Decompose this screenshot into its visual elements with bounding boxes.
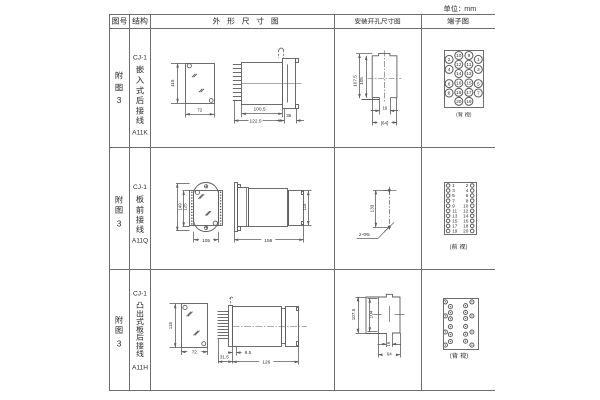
svg-text:17: 17 — [452, 224, 458, 229]
svg-text:mm: mm — [464, 4, 476, 13]
svg-text:19: 19 — [452, 229, 458, 234]
svg-text:4: 4 — [448, 67, 451, 73]
svg-text:3: 3 — [452, 188, 455, 193]
svg-text:16: 16 — [386, 341, 391, 346]
svg-text:35: 35 — [286, 113, 292, 118]
svg-text:5: 5 — [477, 81, 480, 87]
svg-text:104: 104 — [369, 310, 374, 318]
svg-text:107.5: 107.5 — [351, 308, 356, 320]
svg-text:115: 115 — [302, 203, 307, 211]
svg-text:3: 3 — [117, 338, 122, 348]
svg-text:12: 12 — [456, 62, 462, 68]
svg-text:A11Q: A11Q — [132, 237, 148, 244]
svg-text:15: 15 — [452, 218, 458, 223]
svg-text:11: 11 — [466, 62, 471, 68]
svg-text:CJ-1: CJ-1 — [133, 55, 147, 62]
svg-text:9: 9 — [468, 53, 471, 59]
svg-text:[64]: [64] — [381, 120, 388, 125]
svg-text:13: 13 — [466, 71, 472, 77]
svg-text:5: 5 — [452, 193, 455, 198]
svg-text:156: 156 — [264, 238, 272, 244]
svg-text:14: 14 — [463, 213, 469, 218]
svg-text:3: 3 — [117, 95, 122, 105]
svg-text:125: 125 — [182, 203, 187, 211]
svg-text:17: 17 — [466, 90, 472, 96]
svg-text:126: 126 — [262, 360, 270, 366]
svg-text:16: 16 — [463, 218, 469, 223]
svg-text:6: 6 — [448, 81, 451, 87]
svg-text:133: 133 — [369, 204, 374, 212]
svg-text:A11H: A11H — [132, 364, 148, 371]
svg-text:122.5: 122.5 — [249, 118, 261, 124]
svg-text:2-Φ5: 2-Φ5 — [359, 232, 370, 238]
svg-text:9.5: 9.5 — [245, 350, 252, 356]
svg-text:16: 16 — [456, 81, 462, 87]
svg-text:20: 20 — [463, 229, 469, 234]
svg-text:72: 72 — [197, 108, 203, 113]
svg-text:2: 2 — [448, 57, 451, 63]
svg-text:2: 2 — [466, 183, 469, 188]
svg-text:12: 12 — [463, 208, 469, 213]
svg-text:11: 11 — [452, 208, 457, 213]
svg-text:7: 7 — [452, 198, 455, 203]
svg-text:20: 20 — [456, 99, 462, 105]
svg-text:107.5: 107.5 — [352, 75, 357, 87]
svg-text:31.5: 31.5 — [220, 355, 229, 360]
svg-text:9: 9 — [452, 203, 455, 208]
svg-text:10: 10 — [456, 53, 462, 59]
svg-text:19: 19 — [466, 99, 472, 105]
svg-text:14: 14 — [456, 71, 462, 77]
svg-text:105: 105 — [359, 77, 364, 85]
svg-text:4: 4 — [466, 188, 469, 193]
svg-text:13: 13 — [452, 213, 458, 218]
svg-text:149: 149 — [177, 203, 182, 211]
svg-text:15: 15 — [466, 81, 472, 87]
svg-text:7: 7 — [477, 91, 480, 97]
svg-text:1: 1 — [452, 183, 455, 188]
svg-text:18: 18 — [456, 90, 462, 96]
svg-text:8: 8 — [466, 198, 469, 203]
svg-text:1: 1 — [477, 57, 480, 63]
svg-text:105: 105 — [202, 238, 210, 244]
svg-text:A11K: A11K — [132, 130, 148, 137]
svg-text:115: 115 — [170, 79, 175, 87]
svg-text:18: 18 — [463, 224, 469, 229]
svg-text:10: 10 — [463, 203, 469, 208]
svg-text:CJ-1: CJ-1 — [133, 184, 147, 191]
svg-text:64: 64 — [387, 351, 392, 356]
svg-text:8: 8 — [448, 91, 451, 97]
svg-text:6: 6 — [466, 193, 469, 198]
svg-text:115: 115 — [168, 321, 173, 329]
svg-text:72: 72 — [192, 350, 198, 355]
svg-text:16: 16 — [382, 106, 387, 111]
svg-text:CJ-1: CJ-1 — [133, 290, 147, 297]
svg-text:100.5: 100.5 — [253, 107, 265, 113]
svg-text:3: 3 — [477, 67, 480, 73]
svg-text:3: 3 — [117, 219, 122, 229]
